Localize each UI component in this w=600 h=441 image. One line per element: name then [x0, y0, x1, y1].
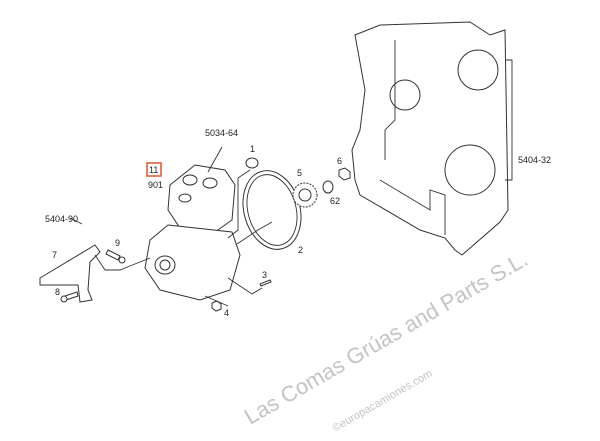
- washer-part: [322, 180, 334, 194]
- highlighted-item-box: [146, 162, 162, 177]
- stud-part: [259, 279, 272, 287]
- label-901: 901: [148, 180, 163, 190]
- label-4: 4: [224, 308, 229, 318]
- label-5: 5: [297, 168, 302, 178]
- label-9: 9: [115, 238, 120, 248]
- nut-part: [338, 167, 351, 181]
- label-11: 11: [149, 165, 158, 175]
- label-5404-90: 5404-90: [45, 214, 78, 224]
- watermark-url: ©europacamiones.com: [331, 368, 435, 435]
- label-6: 6: [337, 156, 342, 166]
- timing-housing-part: [351, 21, 513, 256]
- air-compressor-part: [144, 164, 241, 301]
- o-ring-part: [245, 157, 259, 169]
- label-1: 1: [250, 144, 255, 154]
- bracket-part: [39, 244, 101, 303]
- label-5404-32: 5404-32: [518, 155, 551, 165]
- label-62: 62: [330, 196, 340, 206]
- bolt-8-part: [60, 291, 79, 303]
- label-8: 8: [55, 287, 60, 297]
- label-7: 7: [52, 250, 57, 260]
- label-5034-64: 5034-64: [205, 128, 238, 138]
- label-2: 2: [298, 245, 303, 255]
- label-3: 3: [262, 270, 267, 280]
- bolt-9-part: [105, 249, 126, 264]
